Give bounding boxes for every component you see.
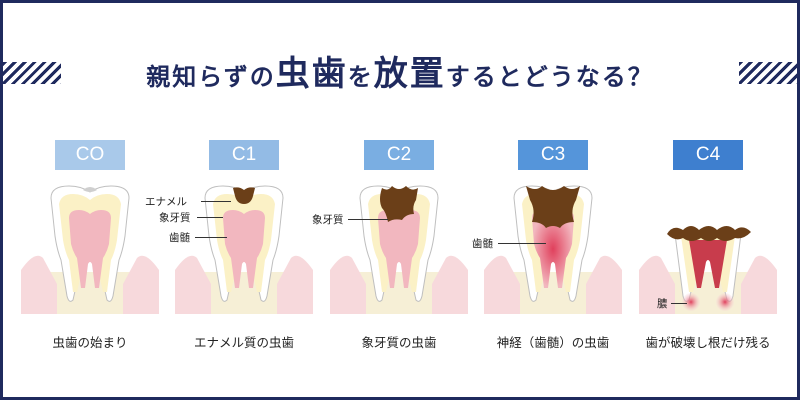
stage-caption: 象牙質の虫歯 (318, 332, 480, 351)
gum-right (586, 256, 622, 314)
stage-badge: C1 (209, 140, 279, 170)
stage-caption: 歯が破壊し根だけ残る (627, 332, 789, 351)
leader-line (348, 219, 388, 220)
stage-badge: C3 (518, 140, 588, 170)
title-text-2: 虫歯 (276, 54, 348, 94)
page-title: 親知らずの虫歯を放置するとどうなる？ (0, 52, 800, 102)
tooth-illustration (484, 184, 622, 314)
leader-line (671, 303, 687, 304)
gum-right (277, 256, 313, 314)
title-text-4: 放置 (374, 54, 446, 94)
gum-left (175, 256, 211, 314)
stage-badge: C4 (673, 140, 743, 170)
title-row: 親知らずの虫歯を放置するとどうなる？ (0, 52, 800, 96)
leader-line (197, 217, 223, 218)
leader-line (201, 201, 231, 202)
pus-left (682, 293, 700, 311)
stage-caption: 虫歯の始まり (9, 332, 171, 351)
tooth-illustration (639, 184, 777, 314)
leader-line (195, 237, 227, 238)
title-text-3: を (348, 63, 374, 91)
stage-c3: C3 歯髄 神経（歯髄）の虫歯 (484, 140, 622, 368)
title-text-5: するとどうなる？ (446, 63, 654, 91)
pus-right (716, 293, 734, 311)
stage-co: CO 虫歯の始まり (21, 140, 159, 368)
gum-left (330, 256, 366, 314)
label-enamel: エナメル (145, 194, 187, 209)
gum-right (123, 256, 159, 314)
stage-caption: 神経（歯髄）の虫歯 (472, 332, 634, 351)
title-text-1: 親知らずの (146, 63, 276, 91)
stage-c2: C2 象牙質 象牙質の虫歯 (330, 140, 468, 368)
gum-right (432, 256, 468, 314)
tooth-illustration (21, 184, 159, 314)
gum-left (484, 256, 520, 314)
stage-c4: C4 膿 歯が破壊し根だけ残る (639, 140, 777, 368)
label-dentin: 象牙質 (159, 210, 191, 225)
label-dentin: 象牙質 (312, 212, 344, 227)
decay (526, 186, 580, 228)
stage-caption: エナメル質の虫歯 (163, 332, 325, 351)
gum-left (21, 256, 57, 314)
stage-badge: CO (55, 140, 125, 170)
label-pulp: 歯髄 (472, 236, 493, 251)
label-pulp: 歯髄 (169, 230, 190, 245)
label-pus: 膿 (657, 296, 668, 311)
gum-right (741, 256, 777, 314)
tooth-illustration (330, 184, 468, 314)
stage-c1: C1 エナメル 象牙質 歯髄 エナメル質の虫歯 (175, 140, 313, 368)
stage-badge: C2 (364, 140, 434, 170)
leader-line (498, 243, 546, 244)
tooth-illustration (175, 184, 313, 314)
